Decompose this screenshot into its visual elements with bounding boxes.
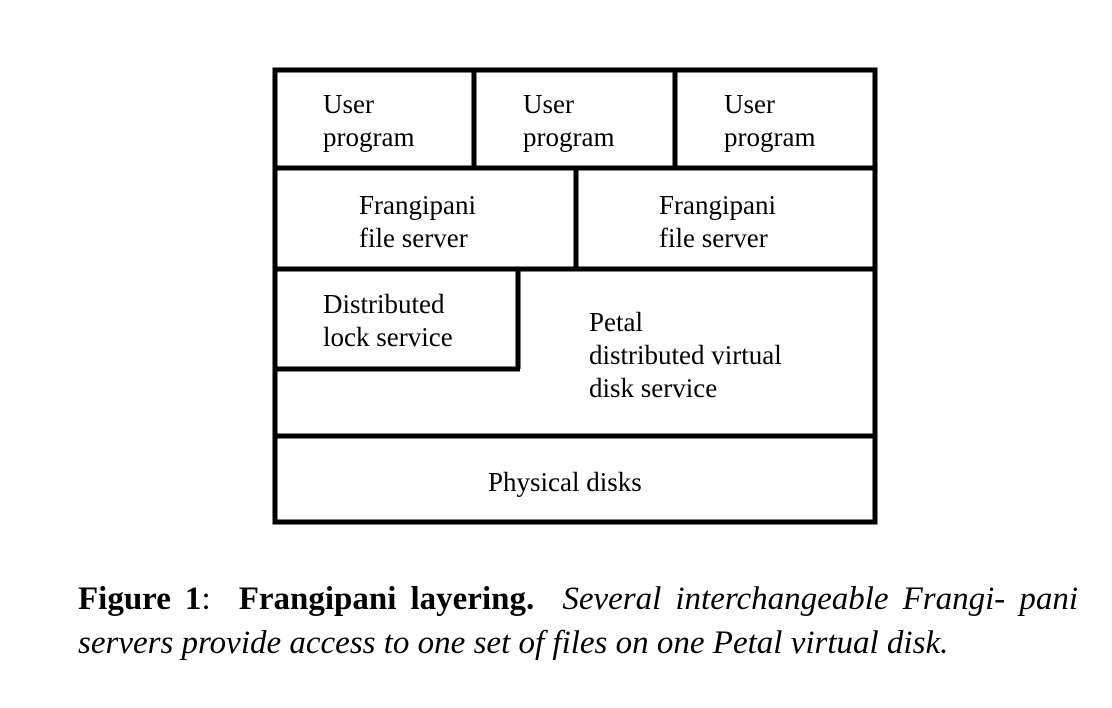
caption-separator: :: [201, 581, 211, 617]
diagram-lines: [272, 67, 878, 525]
figure-number: Figure 1: [78, 581, 202, 617]
user-program-2-label: User program: [523, 89, 615, 152]
physical-disks-label: Physical disks: [488, 467, 642, 497]
figure-caption-text: Several interchangeable Frangi- pani ser…: [78, 581, 1079, 661]
figure-caption: Figure 1: Frangipani layering. Several i…: [78, 577, 1078, 665]
user-program-3-label: User program: [724, 89, 816, 152]
frangipani-server-1-label: Frangipani file server: [359, 190, 476, 253]
user-program-1-label: User program: [323, 89, 415, 152]
petal-service-label: Petal distributed virtual disk service: [589, 307, 782, 403]
figure-title: Frangipani layering.: [238, 581, 535, 617]
frangipani-layering-diagram: User program User program User program F…: [272, 67, 878, 525]
frangipani-server-2-label: Frangipani file server: [659, 190, 776, 253]
distributed-lock-service-label: Distributed lock service: [323, 289, 453, 352]
outer-frame: [272, 67, 878, 525]
